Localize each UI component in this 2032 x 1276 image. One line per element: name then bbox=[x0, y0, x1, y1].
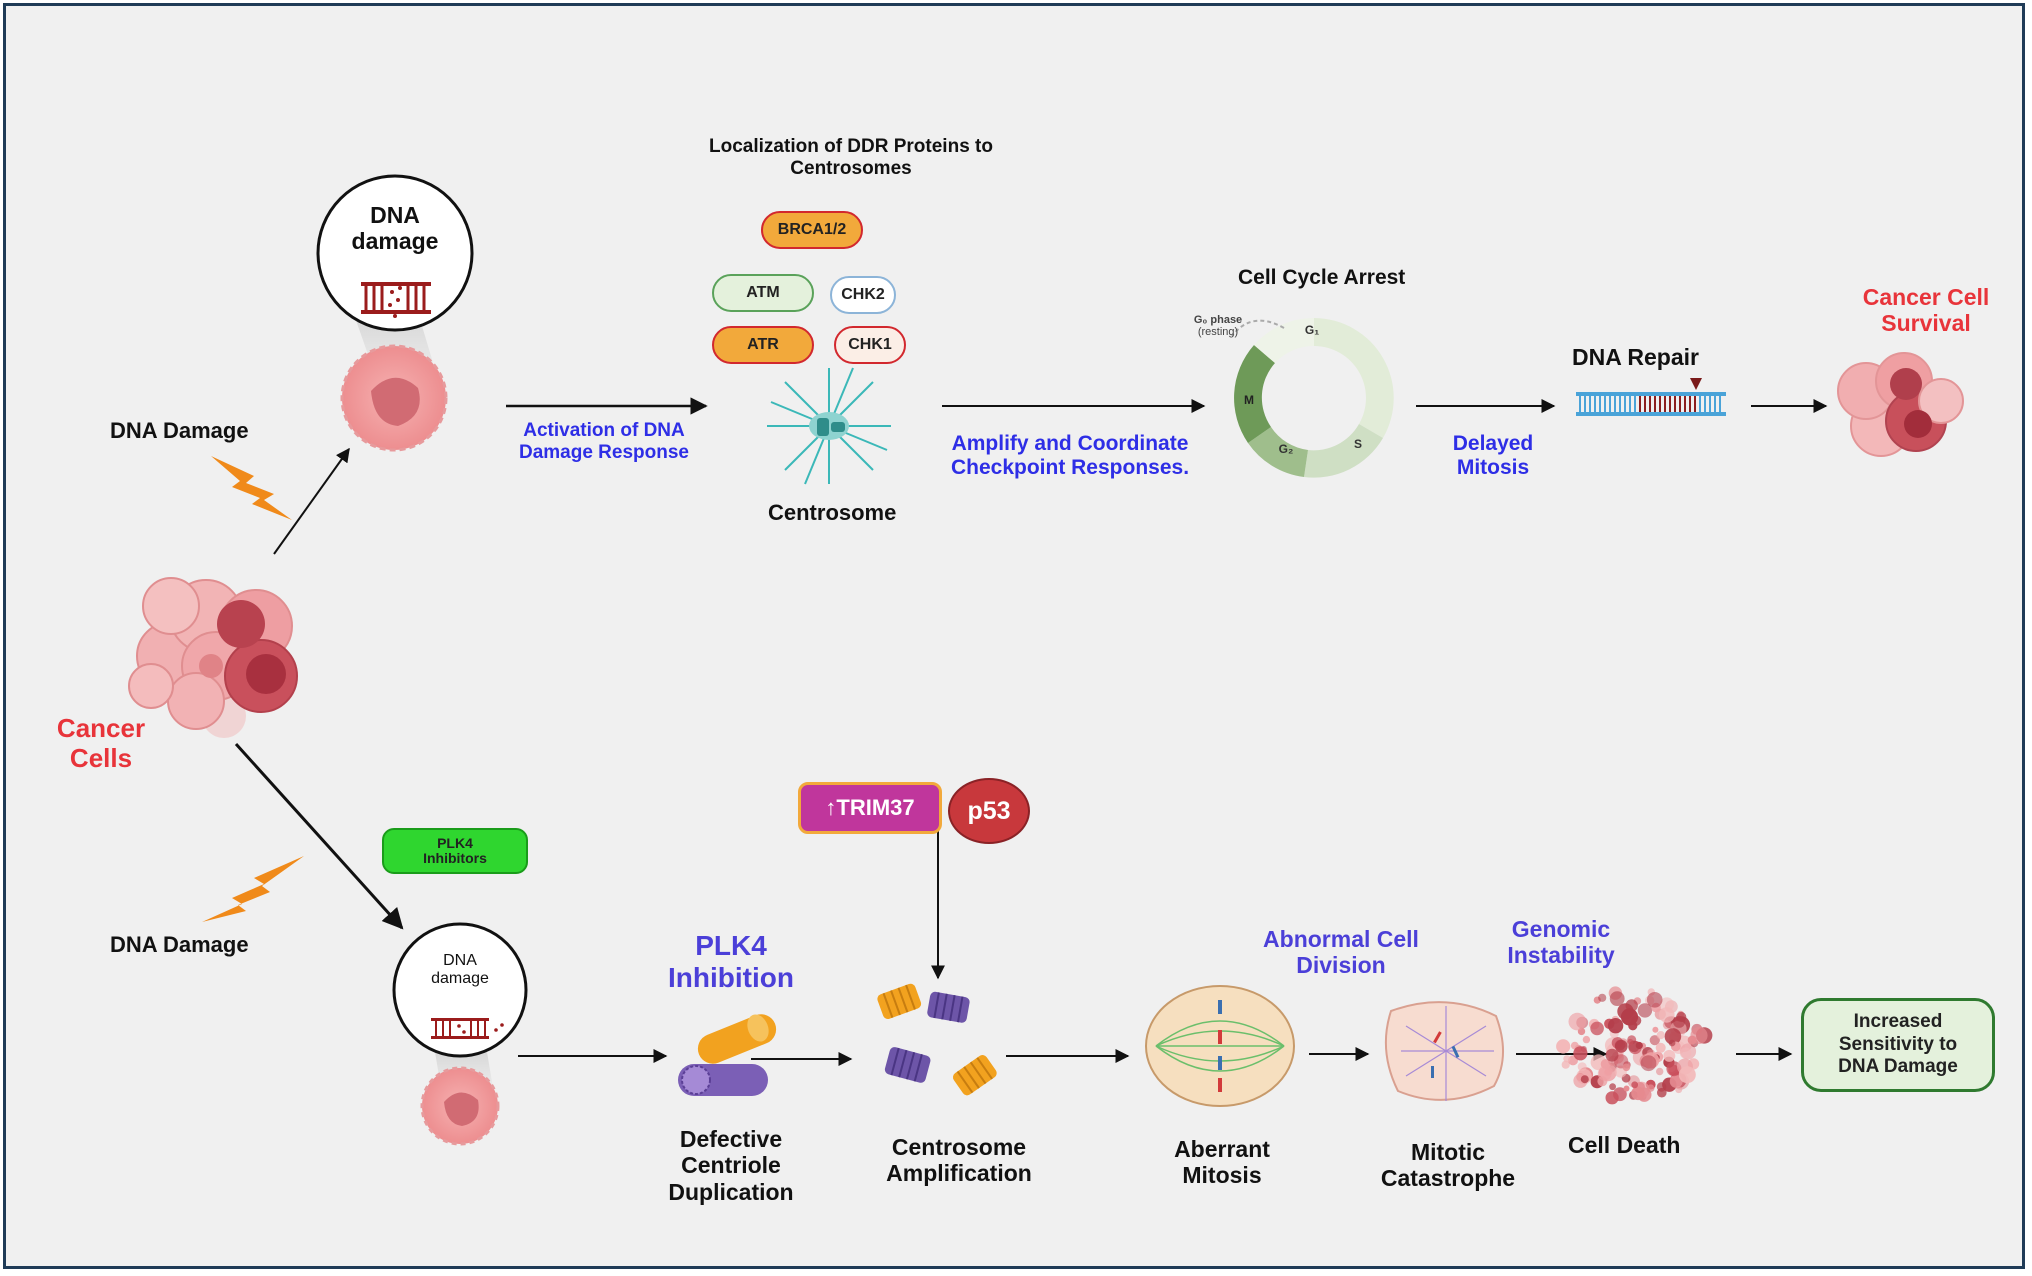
delayed-mitosis-label: Delayed Mitosis bbox=[1452, 432, 1534, 480]
top-damaged-cell bbox=[340, 344, 448, 452]
arrow-cluster-to-bottom bbox=[234, 742, 404, 930]
top-dna-damage-label: DNA Damage bbox=[110, 418, 249, 443]
activation-label: Activation of DNA Damage Response bbox=[518, 420, 689, 463]
top-bubble-title: DNA damage bbox=[351, 202, 439, 255]
bottom-dna-damage-magnifier bbox=[392, 922, 528, 1146]
phase-g2: G₂ bbox=[1279, 442, 1294, 456]
defective-duplication-label: Defective Centriole Duplication bbox=[668, 1126, 794, 1205]
dna-repair-icon bbox=[1576, 378, 1726, 416]
protein-atm: ATM bbox=[712, 274, 814, 312]
bottom-damaged-cell bbox=[420, 1066, 500, 1146]
phase-m: M bbox=[1244, 393, 1254, 407]
top-dna-damage-magnifier bbox=[316, 174, 474, 452]
increased-sensitivity-box: Increased Sensitivity to DNA Damage bbox=[1801, 998, 1995, 1092]
p53-badge: p53 bbox=[948, 778, 1030, 844]
cell-death-icon bbox=[1556, 986, 1713, 1105]
lightning-icon bbox=[202, 856, 304, 922]
abnormal-division-label: Abnormal Cell Division bbox=[1263, 926, 1419, 979]
bottom-dna-bubble bbox=[392, 922, 528, 1058]
survival-cell-cluster bbox=[1837, 352, 1964, 457]
plk4-inhibitors-badge: PLK4 Inhibitors bbox=[382, 828, 528, 874]
bottom-dna-damage-label: DNA Damage bbox=[110, 932, 249, 957]
centrosome-icon bbox=[767, 367, 891, 485]
dna-repair-label: DNA Repair bbox=[1572, 344, 1699, 370]
mitotic-catastrophe-label: Mitotic Catastrophe bbox=[1380, 1139, 1516, 1192]
trim37-badge: ↑TRIM37 bbox=[798, 782, 942, 834]
protein-atr: ATR bbox=[712, 326, 814, 364]
protein-chk1: CHK1 bbox=[834, 326, 906, 364]
protein-chk2: CHK2 bbox=[830, 276, 896, 314]
arrows bbox=[234, 397, 1828, 1066]
repair-marker-icon bbox=[1690, 378, 1702, 390]
cancer-cell-survival-label: Cancer Cell Survival bbox=[1862, 284, 1990, 337]
centrosome-label: Centrosome bbox=[768, 500, 897, 525]
bottom-bubble-title: DNA damage bbox=[431, 952, 489, 988]
phase-s: S bbox=[1354, 437, 1362, 451]
plk4-inhibition-label: PLK4 Inhibition bbox=[668, 930, 794, 994]
aberrant-mitosis-label: Aberrant Mitosis bbox=[1174, 1136, 1270, 1189]
genomic-instability-label: Genomic Instability bbox=[1507, 916, 1615, 969]
arrow-cluster-to-top bbox=[273, 447, 350, 555]
aberrant-mitosis-icon bbox=[1145, 985, 1295, 1107]
g0-phase-label: G₀ phase bbox=[1194, 314, 1242, 326]
protein-brca12: BRCA1/2 bbox=[761, 211, 863, 249]
cancer-cells-label: Cancer Cells bbox=[56, 713, 146, 773]
localization-title: Localization of DDR Proteins to Centroso… bbox=[709, 136, 993, 179]
centrosome-amplification-label: Centrosome Amplification bbox=[886, 1134, 1032, 1187]
phase-g1: G₁ bbox=[1305, 323, 1319, 337]
cell-death-label: Cell Death bbox=[1568, 1132, 1681, 1158]
dna-break-icon bbox=[361, 282, 431, 318]
cell-cycle-wheel: G₁ S G₂ M G₀ phase (resting) bbox=[1194, 314, 1394, 478]
lightning-icon bbox=[211, 456, 292, 520]
mitotic-catastrophe-icon bbox=[1384, 1001, 1505, 1101]
top-dna-bubble bbox=[316, 174, 474, 332]
defective-centriole-icon bbox=[678, 1014, 777, 1096]
g0-resting-label: (resting) bbox=[1198, 326, 1238, 338]
diagram-frame: G₁ S G₂ M G₀ phase (resting) bbox=[3, 3, 2025, 1269]
amplified-centrosomes-icon bbox=[877, 983, 997, 1096]
amplify-label: Amplify and Coordinate Checkpoint Respon… bbox=[950, 432, 1190, 480]
cell-cycle-title: Cell Cycle Arrest bbox=[1238, 266, 1406, 289]
cancer-cell-cluster bbox=[128, 577, 298, 738]
diagram-canvas: G₁ S G₂ M G₀ phase (resting) bbox=[128, 174, 1964, 1146]
dna-break-icon bbox=[431, 1018, 504, 1039]
